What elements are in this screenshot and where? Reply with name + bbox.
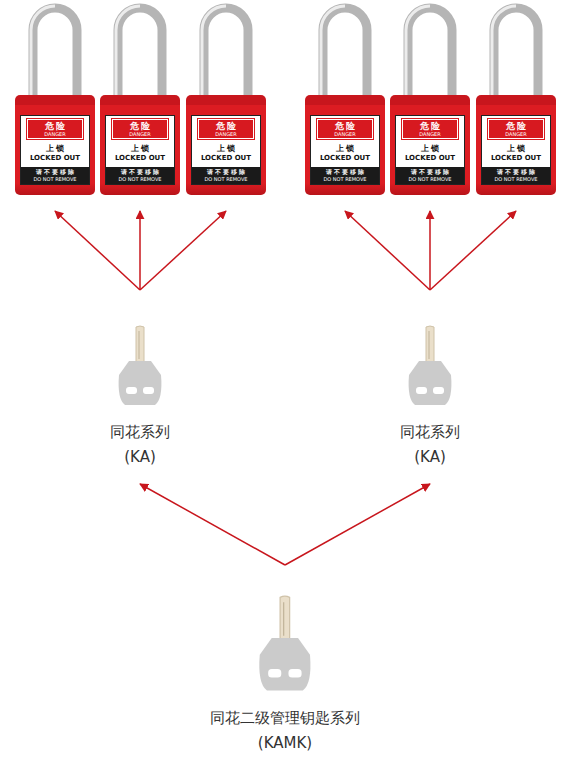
arrow-connector [430, 211, 516, 290]
key-node: 同花二级管理钥匙系列 (KAMK) [165, 565, 405, 754]
warning-label: 危 险DANGER上 锁LOCKED OUT请 不 要 移 除DO NOT RE… [310, 115, 380, 185]
key-series-label: (KA) [124, 446, 156, 468]
lock-label-text: DANGER [44, 131, 65, 137]
warning-label: 危 险DANGER上 锁LOCKED OUT请 不 要 移 除DO NOT RE… [105, 115, 175, 185]
lock-label-text: 上 锁 [131, 143, 150, 154]
lock-label-text: 上 锁 [217, 143, 236, 154]
key-series-label: (KAMK) [258, 732, 312, 754]
lock-label-text: DO NOT REMOVE [408, 176, 451, 182]
label-band: 危 险DANGER [27, 119, 83, 139]
lock-label-text: DANGER [334, 131, 355, 137]
key-node: 同花系列 (KA) [370, 290, 490, 468]
lock-label-text: DANGER [419, 131, 440, 137]
lock-label-text: 危 险 [216, 121, 237, 131]
label-band: 上 锁LOCKED OUT [482, 139, 550, 167]
padlock-node: 危 险DANGER上 锁LOCKED OUT请 不 要 移 除DO NOT RE… [100, 95, 180, 195]
label-band: 请 不 要 移 除DO NOT REMOVE [482, 167, 550, 184]
warning-label: 危 险DANGER上 锁LOCKED OUT请 不 要 移 除DO NOT RE… [395, 115, 465, 185]
label-band: 危 险DANGER [198, 119, 254, 139]
lock-label-text: 请 不 要 移 除 [121, 169, 159, 176]
lock-label-text: DO NOT REMOVE [118, 176, 161, 182]
lock-label-text: LOCKED OUT [320, 154, 370, 163]
lock-label-text: 危 险 [130, 121, 151, 131]
key-icon [405, 325, 455, 407]
key-icon [255, 595, 315, 693]
warning-label: 危 险DANGER上 锁LOCKED OUT请 不 要 移 除DO NOT RE… [481, 115, 551, 185]
label-band: 危 险DANGER [112, 119, 168, 139]
key-series-label: 同花系列 [110, 421, 170, 443]
lock-label-text: 危 险 [506, 121, 527, 131]
lock-label-text: DO NOT REMOVE [33, 176, 76, 182]
label-band: 请 不 要 移 除DO NOT REMOVE [311, 167, 379, 184]
lock-label-text: 请 不 要 移 除 [326, 169, 364, 176]
lock-label-text: 上 锁 [421, 143, 440, 154]
lock-label-text: 上 锁 [507, 143, 526, 154]
label-band: 请 不 要 移 除DO NOT REMOVE [106, 167, 174, 184]
arrow-connector [140, 211, 226, 290]
lock-label-text: 上 锁 [336, 143, 355, 154]
label-band: 危 险DANGER [488, 119, 544, 139]
label-band: 危 险DANGER [317, 119, 373, 139]
lock-label-text: DANGER [505, 131, 526, 137]
label-band: 上 锁LOCKED OUT [106, 139, 174, 167]
lock-label-text: LOCKED OUT [405, 154, 455, 163]
lock-label-text: DO NOT REMOVE [204, 176, 247, 182]
label-band: 上 锁LOCKED OUT [396, 139, 464, 167]
lock-label-text: 请 不 要 移 除 [36, 169, 74, 176]
lock-label-text: LOCKED OUT [491, 154, 541, 163]
lock-label-text: DANGER [215, 131, 236, 137]
label-band: 上 锁LOCKED OUT [21, 139, 89, 167]
lock-label-text: DO NOT REMOVE [323, 176, 366, 182]
label-band: 请 不 要 移 除DO NOT REMOVE [192, 167, 260, 184]
key-icon [115, 325, 165, 407]
arrow-connector [285, 484, 430, 565]
padlock-node: 危 险DANGER上 锁LOCKED OUT请 不 要 移 除DO NOT RE… [476, 95, 556, 195]
padlock-node: 危 险DANGER上 锁LOCKED OUT请 不 要 移 除DO NOT RE… [15, 95, 95, 195]
lock-label-text: 危 险 [420, 121, 441, 131]
arrow-connector [140, 484, 285, 565]
lock-label-text: DANGER [129, 131, 150, 137]
lock-label-text: DO NOT REMOVE [494, 176, 537, 182]
warning-label: 危 险DANGER上 锁LOCKED OUT请 不 要 移 除DO NOT RE… [20, 115, 90, 185]
label-band: 上 锁LOCKED OUT [192, 139, 260, 167]
key-series-label: 同花二级管理钥匙系列 [210, 707, 360, 729]
lock-label-text: 请 不 要 移 除 [497, 169, 535, 176]
key-series-label: (KA) [414, 446, 446, 468]
padlock-node: 危 险DANGER上 锁LOCKED OUT请 不 要 移 除DO NOT RE… [305, 95, 385, 195]
padlock-node: 危 险DANGER上 锁LOCKED OUT请 不 要 移 除DO NOT RE… [186, 95, 266, 195]
padlock-node: 危 险DANGER上 锁LOCKED OUT请 不 要 移 除DO NOT RE… [390, 95, 470, 195]
label-band: 危 险DANGER [402, 119, 458, 139]
arrow-connector [139, 211, 141, 290]
arrow-connector [55, 211, 140, 290]
key-series-label: 同花系列 [400, 421, 460, 443]
lock-label-text: LOCKED OUT [201, 154, 251, 163]
label-band: 请 不 要 移 除DO NOT REMOVE [21, 167, 89, 184]
key-node: 同花系列 (KA) [80, 290, 200, 468]
lock-label-text: LOCKED OUT [115, 154, 165, 163]
lock-label-text: LOCKED OUT [30, 154, 80, 163]
lock-label-text: 危 险 [335, 121, 356, 131]
warning-label: 危 险DANGER上 锁LOCKED OUT请 不 要 移 除DO NOT RE… [191, 115, 261, 185]
arrow-connector [429, 211, 431, 290]
lock-label-text: 请 不 要 移 除 [207, 169, 245, 176]
lock-label-text: 请 不 要 移 除 [411, 169, 449, 176]
arrow-connector [345, 211, 430, 290]
lock-label-text: 危 险 [45, 121, 66, 131]
lock-label-text: 上 锁 [46, 143, 65, 154]
label-band: 请 不 要 移 除DO NOT REMOVE [396, 167, 464, 184]
label-band: 上 锁LOCKED OUT [311, 139, 379, 167]
